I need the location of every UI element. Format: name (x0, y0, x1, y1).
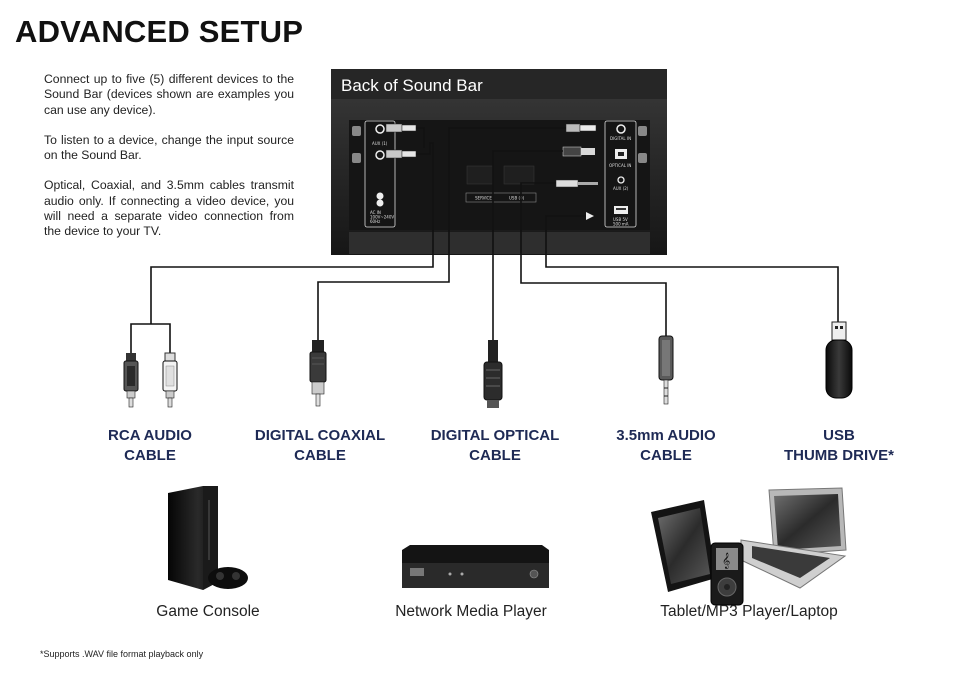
laptop-icon (740, 487, 847, 589)
soundbar-panel (349, 120, 650, 230)
digital-in-label: DIGITAL IN (610, 136, 631, 141)
mount-knob-icon (638, 153, 647, 163)
right-port-panel (604, 120, 637, 228)
usb-thumb-drive-label: USB THUMB DRIVE* (783, 427, 894, 464)
coaxial-jack-icon (616, 124, 626, 134)
intro-paragraph-3: Optical, Coaxial, and 3.5mm cables trans… (44, 178, 294, 239)
mp3-player-icon: 𝄞 (710, 542, 744, 606)
music-note-icon: 𝄞 (722, 553, 730, 569)
soundbar-title-bar (331, 69, 667, 99)
intro-paragraph-1: Connect up to five (5) different devices… (44, 72, 294, 117)
optical-cable-label: DIGITAL OPTICAL CABLE (430, 427, 560, 464)
intro-text: Connect up to five (5) different devices… (44, 72, 294, 255)
usb-thumb-drive-icon (825, 321, 853, 399)
3-5mm-plug-icon (658, 335, 674, 405)
network-media-player-icon (402, 545, 549, 588)
aux2-port-label: AUX (2) (613, 186, 629, 191)
aux1-port-label: AUX (1) (372, 141, 388, 146)
mount-knob-icon (352, 153, 361, 163)
rca-plug-icon (123, 353, 139, 408)
tablet-icon (651, 500, 716, 592)
optical-plug-icon (483, 340, 503, 408)
rca-plug-white-icon (162, 352, 178, 408)
rca-jack-icon (375, 124, 385, 134)
coaxial-cable-label: DIGITAL COAXIAL CABLE (254, 427, 386, 464)
gamepad-icon (208, 567, 248, 589)
page-title: ADVANCED SETUP (15, 14, 304, 49)
soundbar-title: Back of Sound Bar (341, 76, 483, 95)
rca-cable-label: RCA AUDIO CABLE (108, 427, 192, 464)
3-5mm-cable-label: 3.5mm AUDIO CABLE (616, 427, 716, 464)
tablet-mp3-laptop-label: Tablet/MP3 Player/Laptop (660, 603, 838, 620)
intro-paragraph-2: To listen to a device, change the input … (44, 132, 294, 163)
game-console-icon (168, 486, 248, 590)
footnote: *Supports .WAV file format playback only (40, 649, 204, 659)
usb0-port-label: USB (0) (509, 196, 525, 201)
mount-knob-icon (638, 126, 647, 136)
connection-wires (130, 127, 839, 353)
optical-in-label: OPTICAL IN (609, 163, 631, 168)
left-port-panel (364, 120, 396, 228)
power-socket-icon (376, 192, 384, 200)
aux-jack-icon (617, 176, 625, 184)
rca-jack-icon (375, 150, 385, 160)
service-port-label: SERVICE (475, 196, 492, 201)
mount-knob-icon (352, 126, 361, 136)
coaxial-plug-icon (309, 340, 327, 407)
network-media-player-label: Network Media Player (395, 603, 547, 620)
game-console-label: Game Console (156, 603, 260, 620)
